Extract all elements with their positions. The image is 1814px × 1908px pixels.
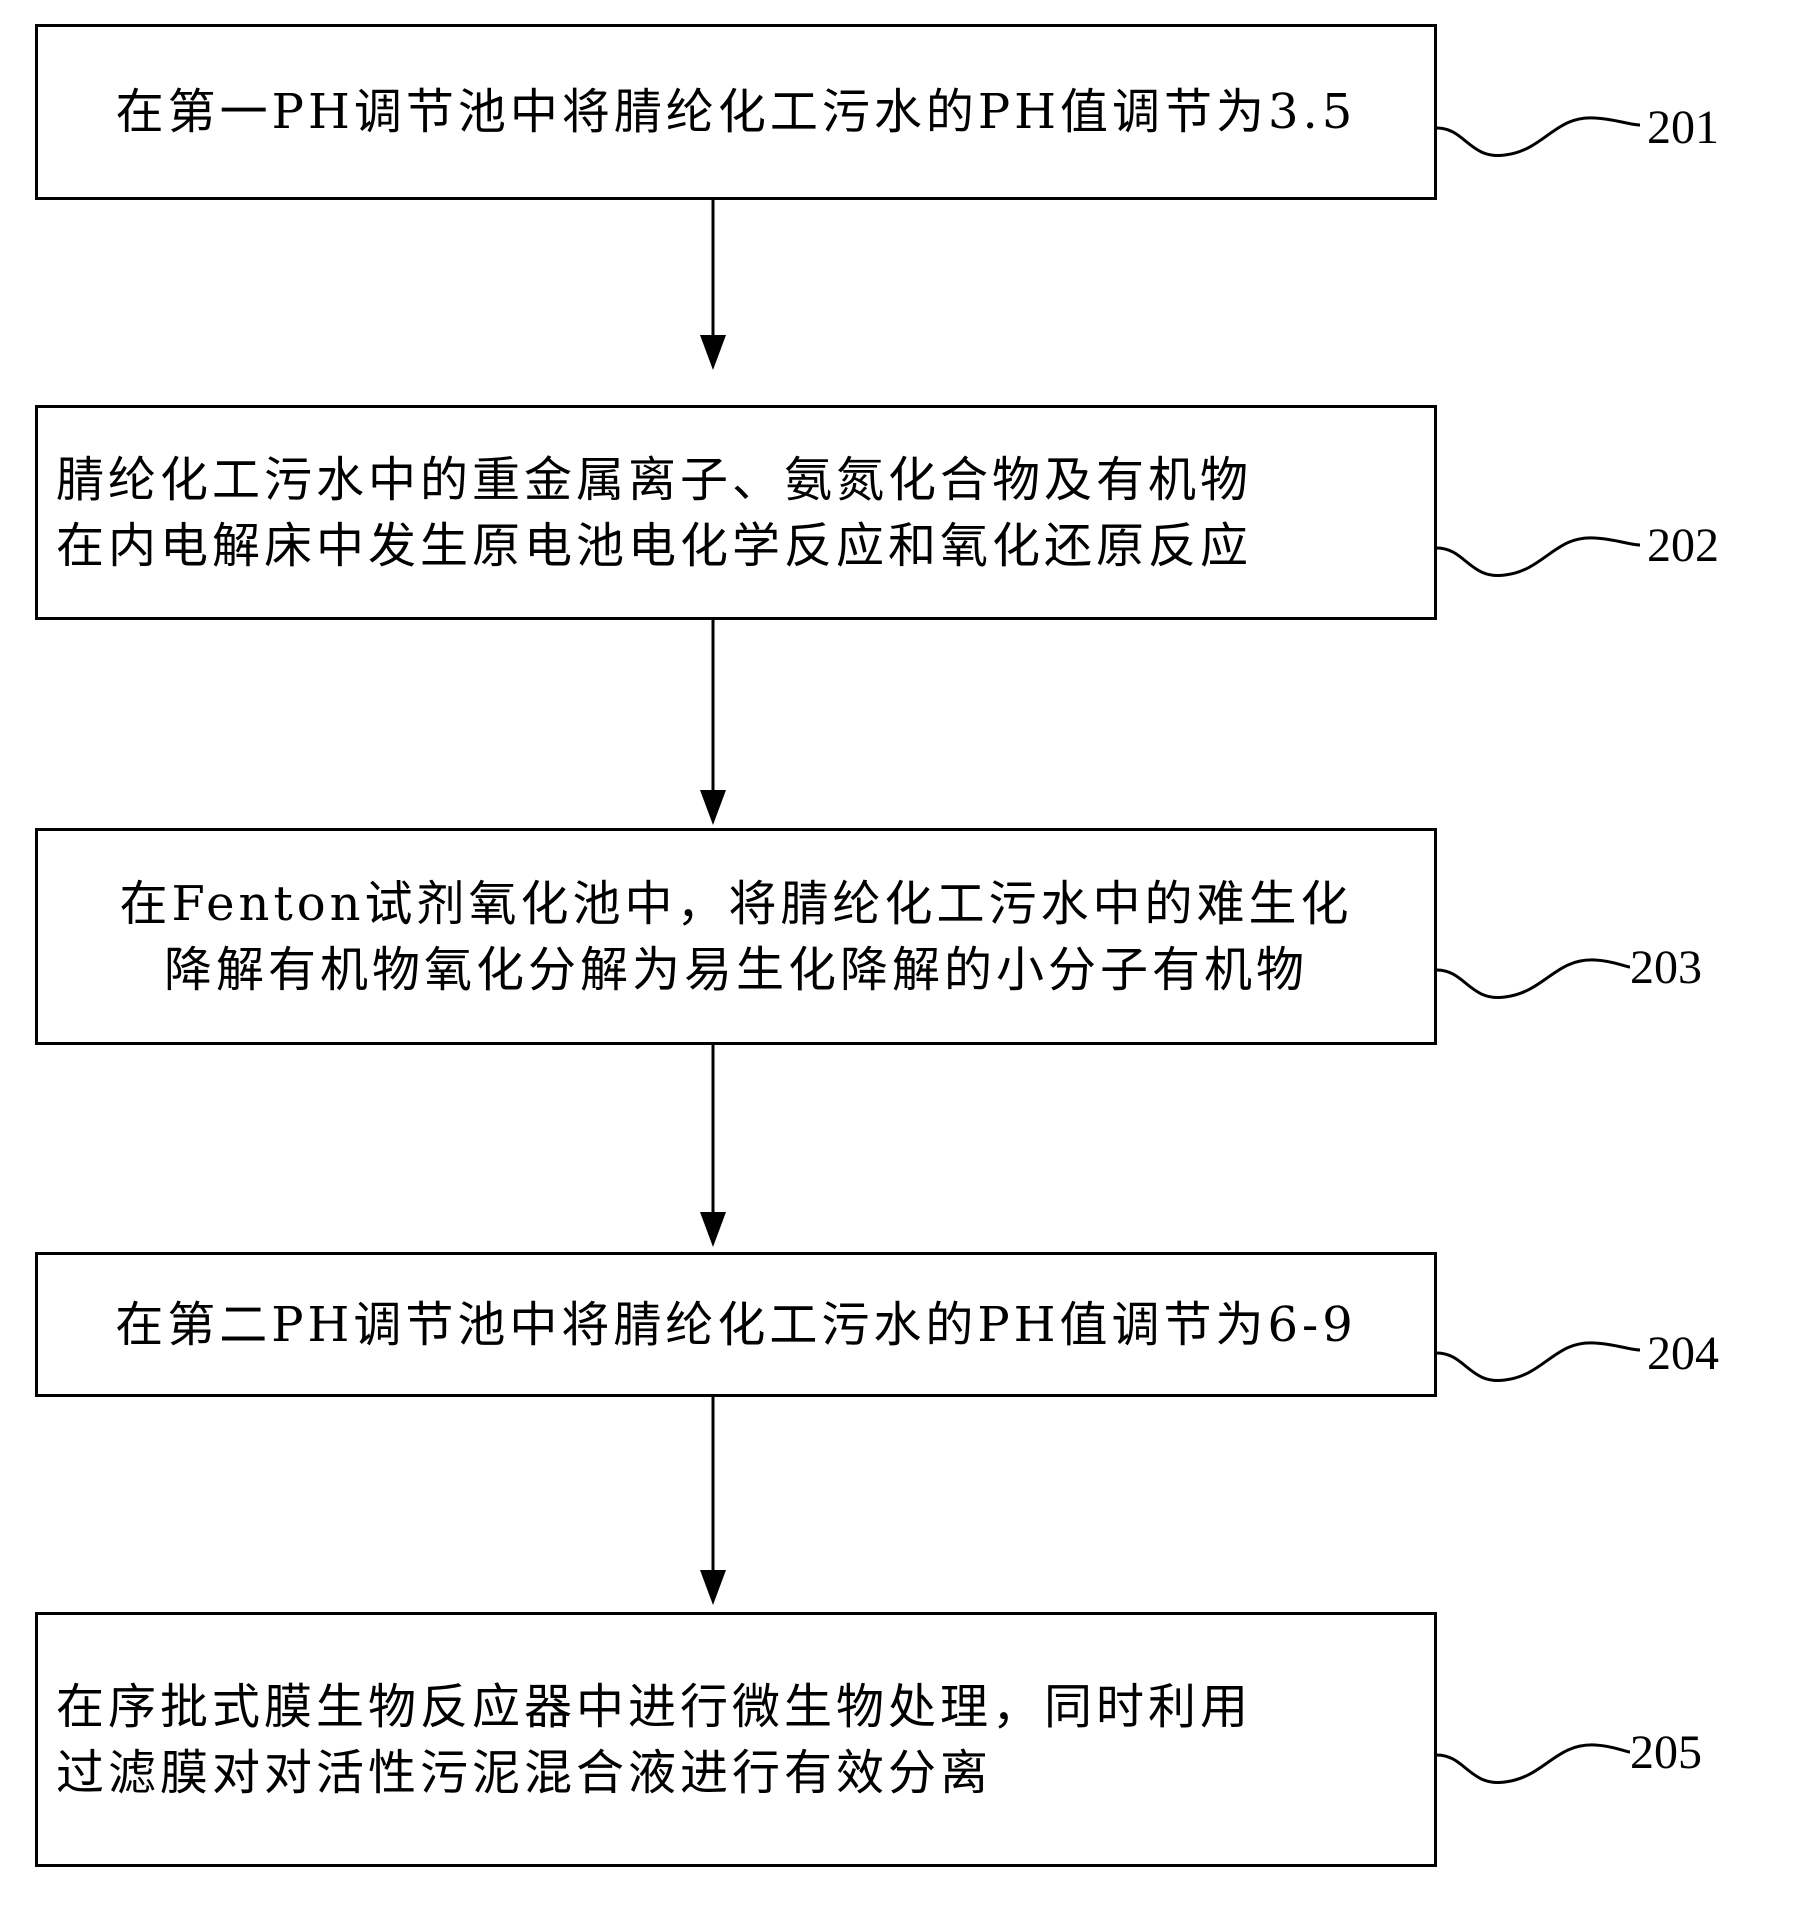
step-202-line-2: 在内电解床中发生原电池电化学反应和氧化还原反应 [56, 517, 1253, 574]
arrow-204-205 [700, 1395, 726, 1605]
arrow-202-203 [700, 618, 726, 825]
step-box-205: 在序批式膜生物反应器中进行微生物处理，同时利用 过滤膜对对活性污泥混合液进行有效… [35, 1612, 1437, 1867]
step-box-201: 在第一PH调节池中将腈纶化工污水的PH值调节为3.5 [35, 24, 1437, 200]
step-box-202: 腈纶化工污水中的重金属离子、氨氮化合物及有机物 在内电解床中发生原电池电化学反应… [35, 405, 1437, 620]
step-205-line-1: 在序批式膜生物反应器中进行微生物处理，同时利用 [56, 1678, 1253, 1735]
step-203-line-1: 在Fenton试剂氧化池中，将腈纶化工污水中的难生化 [119, 875, 1353, 932]
step-201-line-1: 在第一PH调节池中将腈纶化工污水的PH值调节为3.5 [115, 84, 1357, 140]
arrow-201-202 [700, 198, 726, 370]
step-202-ref-label: 202 [1647, 519, 1719, 572]
leader-204 [1436, 1341, 1641, 1382]
leader-205 [1436, 1743, 1631, 1784]
step-204-ref-label: 204 [1647, 1327, 1719, 1380]
step-203-ref-label: 203 [1630, 941, 1702, 994]
leader-202 [1436, 536, 1641, 577]
step-205-line-2: 过滤膜对对活性污泥混合液进行有效分离 [56, 1744, 993, 1801]
step-202-line-1: 腈纶化工污水中的重金属离子、氨氮化合物及有机物 [56, 451, 1253, 508]
step-box-204: 在第二PH调节池中将腈纶化工污水的PH值调节为6-9 [35, 1252, 1437, 1397]
step-205-ref-label: 205 [1630, 1726, 1702, 1779]
step-box-203: 在Fenton试剂氧化池中，将腈纶化工污水中的难生化 降解有机物氧化分解为易生化… [35, 828, 1437, 1045]
step-204-line-1: 在第二PH调节池中将腈纶化工污水的PH值调节为6-9 [115, 1296, 1357, 1353]
leader-201 [1436, 116, 1641, 157]
leader-203 [1436, 958, 1631, 999]
arrow-203-204 [700, 1043, 726, 1247]
step-203-line-2: 降解有机物氧化分解为易生化降解的小分子有机物 [163, 941, 1308, 998]
step-201-ref-label: 201 [1647, 101, 1719, 154]
